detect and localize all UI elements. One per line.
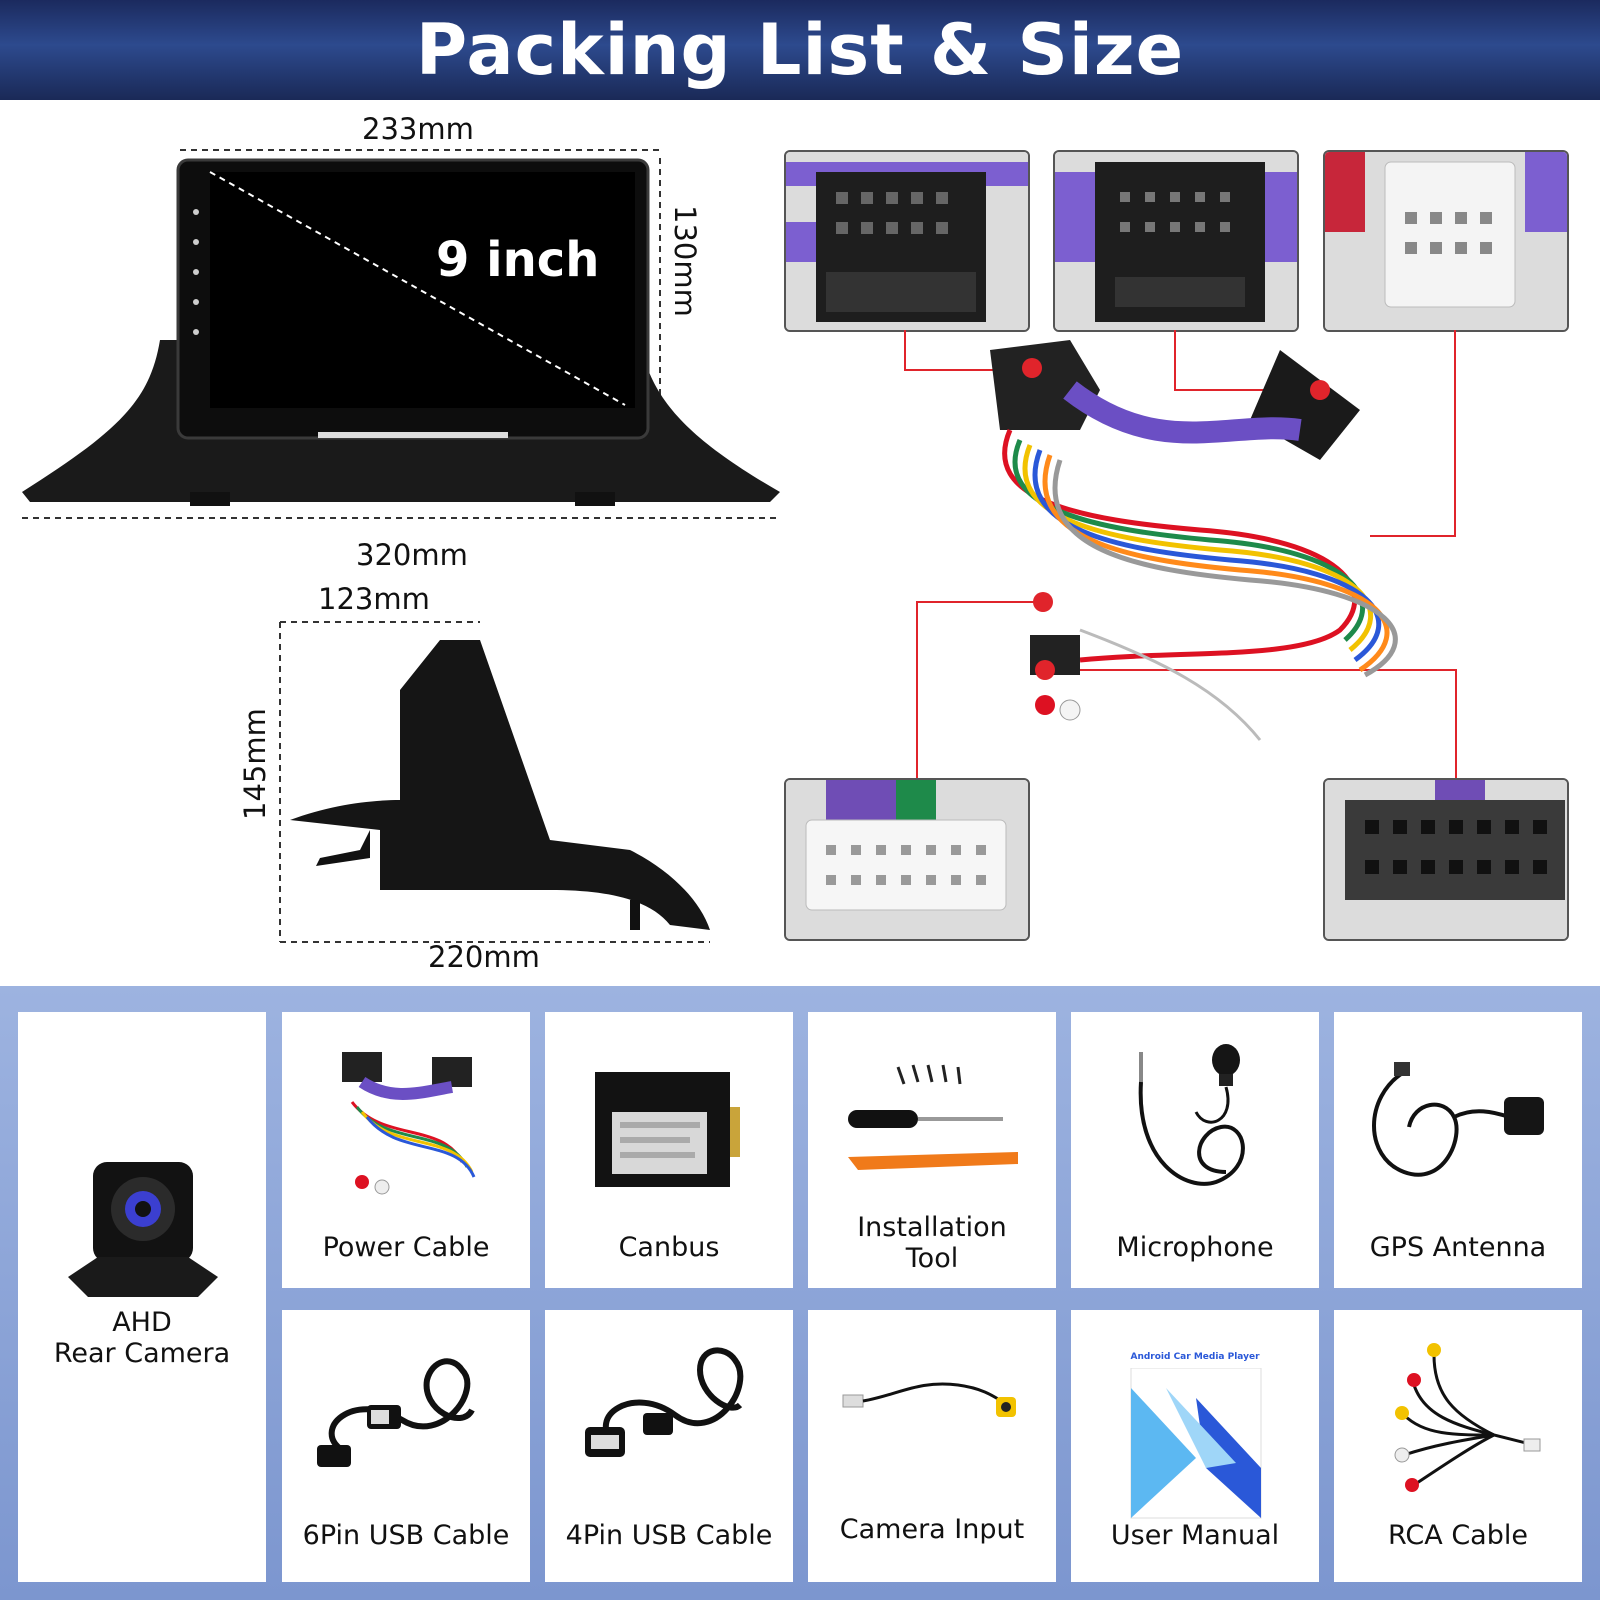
- frame-width-label: 320mm: [356, 538, 468, 572]
- accessory-label: User Manual: [1110, 1520, 1280, 1551]
- installation-tool-icon: [848, 1064, 1018, 1170]
- accessory-label: Installation Tool: [857, 1212, 1007, 1274]
- user-manual-icon: [1130, 1368, 1262, 1519]
- accessory-card-rear-camera: AHD Rear Camera: [18, 1012, 266, 1582]
- accessory-card-gps-antenna: GPS Antenna: [1334, 1012, 1582, 1288]
- connector-photo-2: [1053, 150, 1299, 332]
- accessory-label: Microphone: [1116, 1232, 1274, 1263]
- bracket-depth-label: 123mm: [318, 582, 430, 616]
- accessories-panel: [0, 986, 1600, 1600]
- wiring-harness-image: [904, 330, 1457, 778]
- header-banner: Packing List & Size: [0, 0, 1600, 100]
- power-cable-icon: [342, 1052, 476, 1195]
- accessory-card-canbus: Canbus: [545, 1012, 793, 1288]
- rca-cable-icon: [1394, 1343, 1541, 1492]
- bracket-height-label: 145mm: [238, 708, 272, 820]
- accessory-card-camera-input: Camera Input: [808, 1310, 1056, 1582]
- accessory-card-user-manual: Android Car Media Player User Manual: [1071, 1310, 1319, 1582]
- accessory-card-4pin-usb: 4Pin USB Cable: [545, 1310, 793, 1582]
- accessory-label: 6Pin USB Cable: [302, 1520, 510, 1551]
- unit-width-label: 233mm: [362, 112, 474, 146]
- accessory-label: Power Cable: [322, 1232, 490, 1263]
- connector-photo-1: [784, 150, 1030, 332]
- accessory-card-power-cable: Power Cable: [282, 1012, 530, 1288]
- accessory-card-6pin-usb: 6Pin USB Cable: [282, 1310, 530, 1582]
- connector-photo-3: [1323, 150, 1569, 332]
- accessory-label: 4Pin USB Cable: [565, 1520, 773, 1551]
- accessory-card-rca-cable: RCA Cable: [1334, 1310, 1582, 1582]
- usb-cable-icon: [317, 1358, 475, 1467]
- microphone-icon: [1138, 1044, 1245, 1186]
- gps-antenna-icon: [1372, 1062, 1544, 1177]
- accessory-label: Canbus: [618, 1232, 720, 1263]
- head-unit-image: [22, 149, 780, 519]
- accessory-card-microphone: Microphone: [1071, 1012, 1319, 1288]
- screen-size-label: 9 inch: [436, 232, 600, 288]
- camera-input-cable-icon: [842, 1382, 1016, 1417]
- canbus-icon: [595, 1072, 740, 1187]
- accessory-label: AHD Rear Camera: [53, 1307, 231, 1369]
- bracket-width-label: 220mm: [428, 940, 540, 974]
- accessory-label: GPS Antenna: [1369, 1232, 1547, 1263]
- usb-cable-icon: [585, 1347, 744, 1457]
- accessory-label: Camera Input: [839, 1514, 1025, 1545]
- unit-height-label: 130mm: [668, 205, 702, 317]
- accessory-card-installation-tool: Installation Tool: [808, 1012, 1056, 1288]
- page-title: Packing List & Size: [415, 9, 1185, 91]
- connector-photo-5: [1323, 778, 1569, 941]
- manual-title: Android Car Media Player: [1130, 1352, 1260, 1362]
- rear-camera-icon: [68, 1162, 218, 1297]
- accessory-label: RCA Cable: [1388, 1520, 1528, 1551]
- connector-photo-4: [784, 778, 1030, 941]
- mounting-bracket-image: [279, 621, 710, 943]
